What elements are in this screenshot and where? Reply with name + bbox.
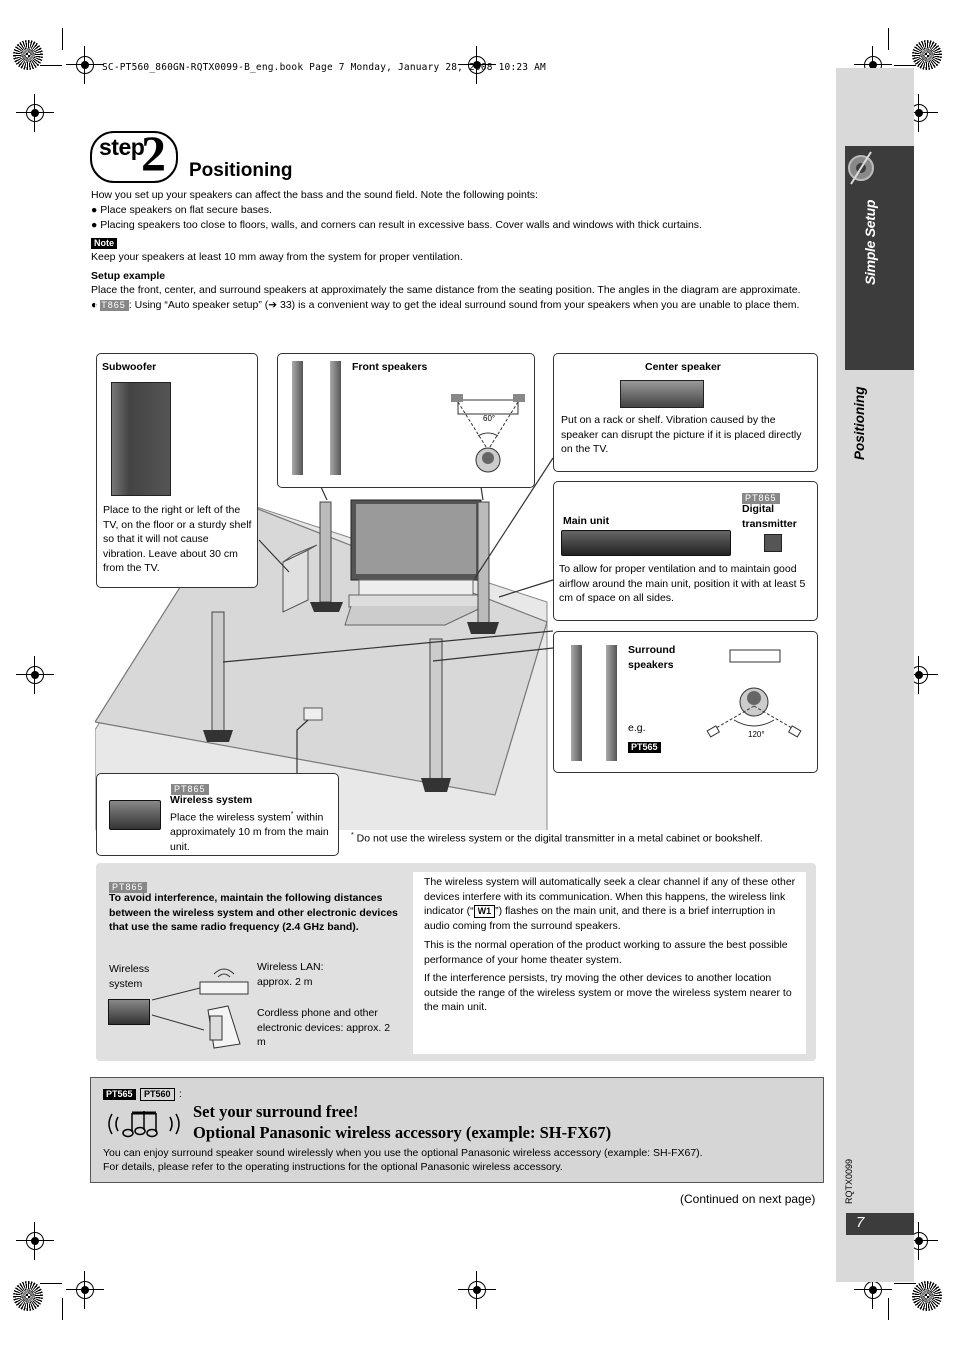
- subwoofer-callout: Subwoofer Place to the right or left of …: [96, 353, 258, 588]
- page-title: Positioning: [189, 160, 292, 182]
- speaker-image: [571, 645, 582, 761]
- crop-mark: [894, 65, 916, 66]
- interference-para-2: This is the normal operation of the prod…: [424, 938, 799, 967]
- subwoofer-image: [111, 382, 171, 496]
- crosshair-mark: [464, 1277, 490, 1303]
- digital-transmitter-label: Digital transmitter: [742, 502, 814, 531]
- registration-rosette: [13, 40, 43, 70]
- wireless-system-callout: PT865 Wireless system Place the wireless…: [96, 773, 339, 856]
- registration-rosette: [912, 40, 942, 70]
- model-tag: PT560: [140, 1088, 175, 1101]
- model-tags: PT565 PT560 :: [103, 1084, 182, 1102]
- crop-mark: [40, 1283, 62, 1284]
- crosshair-mark: [22, 662, 48, 688]
- model-tag: PT565: [628, 742, 661, 753]
- wireless-system-image: [108, 999, 150, 1025]
- subwoofer-title: Subwoofer: [102, 360, 156, 375]
- registration-rosette: [13, 1281, 43, 1311]
- seating-angle-icon: [448, 388, 528, 478]
- main-unit-title: Main unit: [563, 514, 609, 529]
- wireless-title: Wireless system: [170, 793, 252, 808]
- cordless-phone-label: Cordless phone and other electronic devi…: [257, 1006, 397, 1050]
- crosshair-mark: [72, 1277, 98, 1303]
- crosshair-mark: [72, 52, 98, 78]
- w1-indicator-tag: W1: [474, 905, 496, 918]
- model-tag: PT865: [100, 300, 129, 311]
- note-tag: Note: [91, 238, 117, 249]
- speaker-image: [606, 645, 617, 761]
- list-item: ● Placing speakers too close to floors, …: [91, 218, 821, 233]
- main-unit-image: [561, 530, 731, 556]
- surround-title: Surround speakers: [628, 643, 698, 672]
- center-text: Put on a rack or shelf. Vibration caused…: [561, 413, 806, 457]
- registration-rosette: [912, 1281, 942, 1311]
- speaker-image: [330, 361, 341, 475]
- surround-angle: 120°: [748, 730, 765, 739]
- main-unit-text: To allow for proper ventilation and to m…: [559, 562, 809, 606]
- interference-heading: To avoid interference, maintain the foll…: [109, 891, 399, 935]
- surround-free-text-2: For details, please refer to the operati…: [103, 1160, 813, 1175]
- step-word: step: [99, 134, 144, 161]
- gear-decoration-icon: [845, 148, 877, 193]
- document-code: RQTX0099: [844, 1159, 854, 1204]
- page-number: 7: [856, 1214, 864, 1231]
- crop-mark: [888, 28, 889, 50]
- surround-eg: e.g.: [628, 721, 646, 736]
- front-angle: 60°: [483, 414, 495, 423]
- front-speakers-callout: Front speakers 60°: [277, 353, 535, 488]
- print-header: SC-PT560_860GN-RQTX0099-B_eng.book Page …: [102, 62, 546, 73]
- intro-text: How you set up your speakers can affect …: [91, 188, 821, 312]
- crop-mark: [888, 1298, 889, 1320]
- surround-speakers-callout: Surround speakers e.g. PT565 120°: [553, 631, 818, 773]
- speaker-image: [292, 361, 303, 475]
- interference-para-3: If the interference persists, try moving…: [424, 971, 799, 1015]
- center-speaker-callout: Center speaker Put on a rack or shelf. V…: [553, 353, 818, 472]
- list-item: ● Place speakers on flat secure bases.: [91, 203, 821, 218]
- intro-bullets: ● Place speakers on flat secure bases. ●…: [91, 203, 821, 233]
- interference-diagram: [148, 960, 258, 1055]
- surround-free-subtitle: Optional Panasonic wireless accessory (e…: [193, 1123, 611, 1143]
- wireless-system-image: [109, 800, 161, 830]
- crosshair-mark: [22, 1228, 48, 1254]
- interference-para-1: The wireless system will automatically s…: [424, 875, 799, 933]
- setup-text: Place the front, center, and surround sp…: [91, 283, 821, 298]
- wireless-lan-label: Wireless LAN: approx. 2 m: [257, 960, 357, 989]
- surround-free-text-1: You can enjoy surround speaker sound wir…: [103, 1146, 813, 1161]
- model-tag: PT565: [103, 1089, 136, 1100]
- subwoofer-text: Place to the right or left of the TV, on…: [103, 503, 253, 576]
- digital-transmitter-image: [764, 534, 782, 552]
- front-title: Front speakers: [352, 360, 427, 375]
- crosshair-mark: [22, 100, 48, 126]
- crop-mark: [894, 1283, 916, 1284]
- footnote: * Do not use the wireless system or the …: [351, 829, 763, 846]
- step-number: 2: [141, 124, 166, 182]
- main-unit-callout: PT865 Digital transmitter Main unit To a…: [553, 481, 818, 621]
- center-speaker-image: [620, 380, 704, 408]
- continued-note: (Continued on next page): [680, 1192, 815, 1206]
- wireless-text: Place the wireless system* within approx…: [170, 808, 335, 854]
- note-text: Keep your speakers at least 10 mm away f…: [91, 250, 821, 265]
- intro-lead: How you set up your speakers can affect …: [91, 188, 821, 203]
- side-tab-subsection: Positioning: [852, 387, 867, 461]
- center-title: Center speaker: [645, 360, 721, 375]
- crop-mark: [62, 28, 63, 50]
- setup-heading: Setup example: [91, 269, 821, 284]
- wireless-music-icon: [104, 1104, 184, 1144]
- surround-free-title: Set your surround free!: [193, 1102, 358, 1122]
- crop-mark: [62, 1298, 63, 1320]
- side-tab-section: Simple Setup: [862, 200, 878, 285]
- crop-mark: [40, 65, 62, 66]
- auto-setup-note: ● PT865: Using “Auto speaker setup” (➔ 3…: [91, 298, 821, 313]
